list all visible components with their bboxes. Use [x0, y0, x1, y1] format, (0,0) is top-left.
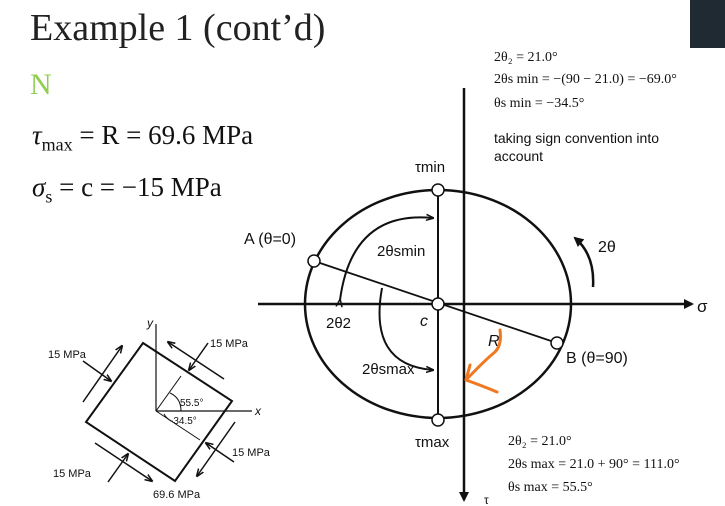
point-tau-max: [431, 413, 445, 427]
element-x-label: x: [254, 404, 262, 418]
slide-title: Example 1 (cont’d): [30, 7, 326, 49]
sigma-sub: s: [45, 186, 53, 207]
handwritten-arrow-annotation: [464, 328, 502, 394]
label-point-b: B (θ=90): [566, 350, 628, 367]
label-radius: R: [488, 333, 500, 350]
sigma-rhs: = c = −15 MPa: [52, 172, 222, 202]
element-y-label: y: [146, 316, 154, 330]
angle-neg-34-5: -34.5°: [170, 416, 197, 427]
point-center: [431, 297, 445, 311]
label-2theta: 2θ: [598, 239, 616, 256]
load-top-left: 15 MPa: [48, 349, 87, 361]
arc-2theta-smin: [340, 217, 433, 300]
tau-rhs: = R = 69.6 MPa: [72, 120, 254, 150]
tau-sub: max: [41, 134, 73, 155]
label-2theta-smax: 2θsmax: [362, 361, 415, 378]
note-bottom-1: 2θ₂ = 21.0°: [508, 434, 572, 449]
point-a: [307, 254, 321, 268]
load-shear: 69.6 MPa: [153, 489, 201, 501]
note-bottom-3: θs max = 55.5°: [508, 480, 593, 495]
load-right: 15 MPa: [232, 447, 271, 459]
dark-corner-block: [690, 0, 725, 48]
note-top-5: account: [494, 148, 544, 164]
label-2theta-2: 2θ2: [326, 315, 351, 332]
stress-element: [82, 324, 252, 482]
arc-2theta-direction: [573, 236, 595, 288]
arc-2theta-smax: [378, 287, 433, 370]
label-sigma-axis: σ: [697, 297, 708, 316]
label-tau-max: τmax: [415, 434, 450, 451]
point-b: [550, 336, 564, 350]
tau-symbol: τ: [32, 120, 42, 150]
label-center: c: [420, 313, 428, 330]
note-top-1: 2θ₂ = 21.0°: [494, 50, 558, 65]
load-top-right: 15 MPa: [210, 338, 249, 350]
note-top-2: 2θs min = −(90 − 21.0) = −69.0°: [494, 72, 677, 87]
label-2theta-smin: 2θsmin: [377, 243, 425, 260]
partial-heading: N: [30, 68, 52, 101]
sigma-symbol: σ: [32, 172, 46, 202]
note-bottom-2: 2θs max = 21.0 + 90° = 111.0°: [508, 457, 680, 472]
label-point-a: A (θ=0): [244, 231, 296, 248]
label-tau-axis: τ: [484, 493, 489, 506]
point-tau-min: [431, 183, 445, 197]
sigma-s-equation: σs = c = −15 MPa: [32, 172, 222, 207]
note-top-4: taking sign convention into: [494, 130, 659, 146]
tau-max-equation: τmax = R = 69.6 MPa: [32, 120, 253, 155]
label-tau-min: τmin: [415, 159, 445, 176]
note-top-3: θs min = −34.5°: [494, 96, 585, 111]
load-bottom-left: 15 MPa: [53, 468, 92, 480]
angle-55-5: 55.5°: [180, 398, 203, 409]
